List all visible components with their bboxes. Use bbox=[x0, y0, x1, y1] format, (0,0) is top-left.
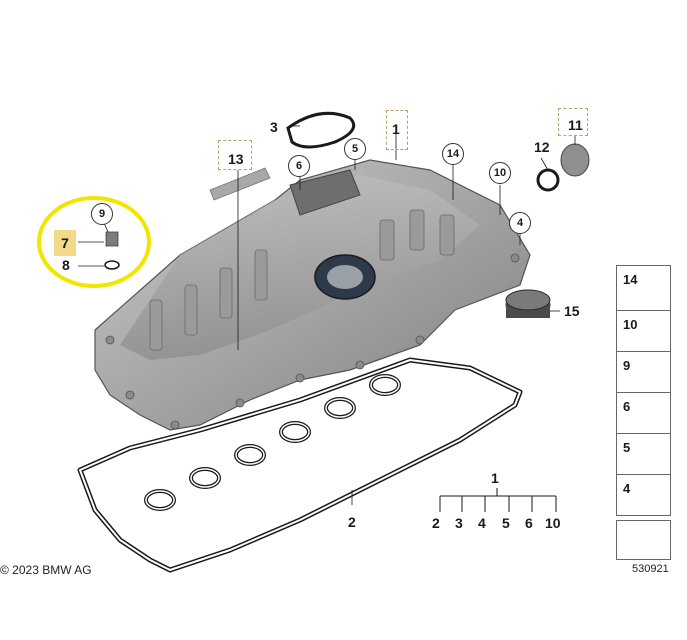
side-panel-label: 9 bbox=[623, 358, 631, 373]
callout-15: 15 bbox=[564, 303, 580, 319]
callout-1: 1 bbox=[392, 121, 400, 137]
tree-child: 10 bbox=[545, 515, 561, 531]
callout-6: 6 bbox=[288, 155, 310, 177]
tree-child: 3 bbox=[455, 515, 463, 531]
o-ring-part bbox=[536, 168, 560, 192]
gasket-part bbox=[77, 357, 523, 573]
callout-10: 10 bbox=[489, 162, 511, 184]
side-panel-item[interactable]: 4 bbox=[616, 474, 671, 516]
sensor-part bbox=[105, 231, 119, 247]
copyright-text: © 2023 BMW AG bbox=[0, 563, 92, 577]
side-panel-label: 6 bbox=[623, 399, 631, 414]
side-panel-item[interactable]: 9 bbox=[616, 351, 671, 393]
side-panel-label: 5 bbox=[623, 440, 631, 455]
sensor-seal-part bbox=[104, 260, 120, 270]
diagram-number: 530921 bbox=[632, 563, 669, 575]
callout-5: 5 bbox=[344, 138, 366, 160]
callout-4: 4 bbox=[509, 212, 531, 234]
highlight-ring bbox=[37, 196, 151, 288]
side-panel-label: 10 bbox=[623, 317, 638, 332]
callout-13: 13 bbox=[228, 151, 244, 167]
callout-3: 3 bbox=[270, 119, 278, 135]
tree-child: 4 bbox=[478, 515, 486, 531]
side-panel-label: 14 bbox=[623, 272, 638, 287]
tree-child: 6 bbox=[525, 515, 533, 531]
side-panel-label: 4 bbox=[623, 481, 631, 496]
tree-child: 5 bbox=[502, 515, 510, 531]
callout-12: 12 bbox=[534, 139, 550, 155]
cap-part bbox=[560, 143, 590, 177]
side-panel-item[interactable]: 14 bbox=[616, 265, 671, 311]
callout-frame-1 bbox=[386, 110, 408, 150]
side-panel-item[interactable]: 5 bbox=[616, 433, 671, 475]
callout-8: 8 bbox=[62, 257, 70, 273]
callout-frame-11 bbox=[558, 108, 588, 136]
assembly-tree-lines bbox=[439, 488, 557, 512]
callout-11: 11 bbox=[568, 117, 583, 133]
callout-7-highlighted: 7 bbox=[54, 230, 76, 256]
valve-cover-part bbox=[94, 159, 531, 431]
side-panel-item[interactable]: 10 bbox=[616, 310, 671, 352]
tree-child: 2 bbox=[432, 515, 440, 531]
callout-9: 9 bbox=[91, 203, 113, 225]
label-plate-part bbox=[209, 167, 271, 201]
callout-frame-13 bbox=[218, 140, 252, 170]
side-panel-item[interactable]: 6 bbox=[616, 392, 671, 434]
diagram-navigation-arrow[interactable] bbox=[616, 520, 671, 560]
tree-root: 1 bbox=[491, 470, 499, 486]
callout-2: 2 bbox=[348, 514, 356, 530]
seal-ring-part bbox=[286, 111, 356, 149]
callout-14: 14 bbox=[442, 143, 464, 165]
